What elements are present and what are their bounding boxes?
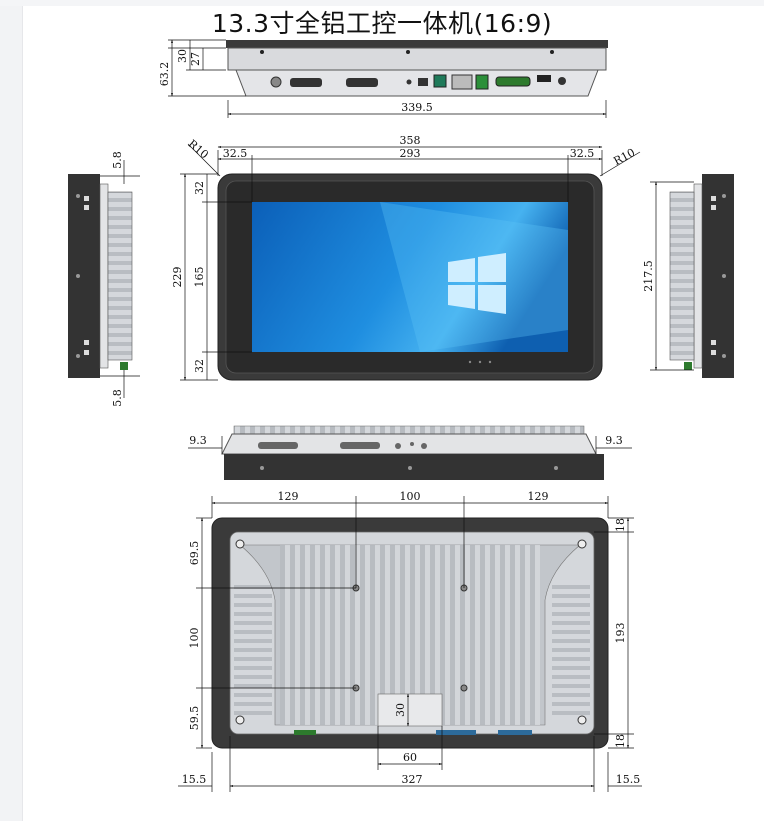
dim-front-mid: 165 [193,267,206,288]
dim-top-width: 339.5 [401,101,433,114]
right-side-view: 217.5 [642,174,734,378]
top-view-housing [227,47,607,71]
dim-back-l-top: 69.5 [188,541,201,566]
back-fins-left [234,580,272,720]
bottom-view: 9.3 9.3 [188,425,632,480]
dim-back-edge-left: 15.5 [182,773,207,786]
dim-back-left: 129 [278,490,299,503]
windows-logo [448,253,506,314]
dim-bottom-right: 9.3 [605,434,623,447]
io-ports [270,74,566,90]
dim-radius-right: R10 [611,146,637,168]
dim-top-lower: 27 [189,52,202,66]
dim-back-r-top: 18 [614,518,627,532]
front-screen [252,202,568,352]
dim-back-mid: 100 [400,490,421,503]
top-view: 63.2 30 27 339.5 [158,39,608,118]
dim-side-right-height: 217.5 [642,260,655,292]
dim-front-height: 229 [171,267,184,288]
left-side-view: 5.8 5.8 [68,151,140,407]
front-view: 358 32.5 293 32.5 R10 R10 229 32 165 32 [171,134,641,381]
back-fins-right [552,580,590,720]
dim-front-width: 358 [400,134,421,147]
dim-back-inner: 327 [402,773,423,786]
dim-back-l-mid: 100 [188,628,201,649]
bottom-flange [224,454,604,480]
dim-front-right: 32.5 [570,147,595,160]
sidebar-strip [0,0,23,821]
dim-back-right: 129 [528,490,549,503]
dim-side-left-top: 5.8 [111,151,124,169]
dim-back-edge-right: 15.5 [616,773,641,786]
dim-bottom-left: 9.3 [189,434,207,447]
dim-back-r-bottom: 18 [614,734,627,748]
back-label-plate [377,693,443,727]
back-view: 129 100 129 18 193 18 69.5 100 59.5 30 6… [178,490,642,792]
dim-front-bottom: 32 [193,359,206,373]
dim-front-inner: 293 [400,147,421,160]
page-title: 13.3寸全铝工控一体机(16:9) [211,9,553,38]
dim-top-total-height: 63.2 [158,62,171,87]
dim-back-port-h: 30 [394,703,407,717]
dim-back-r-mid: 193 [614,623,627,644]
dim-front-top: 32 [193,181,206,195]
right-side-frame [702,174,734,378]
left-side-frame [68,174,100,378]
dim-radius-left: R10 [186,137,211,161]
dim-back-port-w: 60 [403,751,417,764]
dim-top-upper: 30 [176,49,189,63]
dim-front-left: 32.5 [223,147,248,160]
dim-back-l-bottom: 59.5 [188,706,201,731]
top-strip [0,0,764,6]
dim-side-left-bottom: 5.8 [111,389,124,407]
top-view-flange [226,40,608,48]
